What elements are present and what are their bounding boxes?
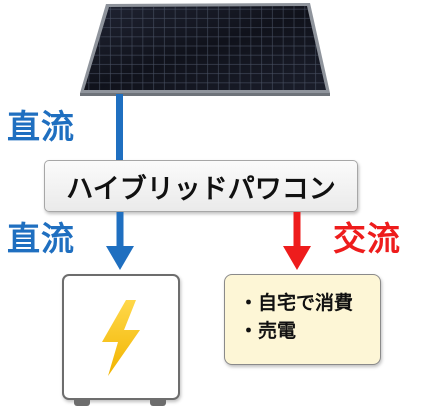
- dc-label-battery: 直流: [7, 219, 75, 258]
- hybrid-inverter-box: ハイブリッドパワコン: [44, 160, 358, 212]
- dc-arrow-down: [106, 212, 134, 270]
- lightning-bolt-icon: [102, 300, 140, 376]
- usage-item-sell-power: ・売電: [239, 320, 297, 342]
- ac-arrow-down: [283, 212, 311, 270]
- usage-item-self-consumption: ・自宅で消費: [239, 292, 354, 314]
- solar-panel-icon: [80, 3, 330, 96]
- battery-icon: [62, 274, 180, 400]
- dc-label-top: 直流: [7, 107, 75, 146]
- battery-foot-left: [74, 399, 90, 406]
- ac-label: 交流: [333, 219, 401, 258]
- dc-line-top: [116, 94, 123, 161]
- hybrid-inverter-label: ハイブリッドパワコン: [66, 173, 336, 205]
- battery-foot-right: [150, 399, 166, 406]
- usage-box: ・自宅で消費 ・売電: [224, 274, 381, 365]
